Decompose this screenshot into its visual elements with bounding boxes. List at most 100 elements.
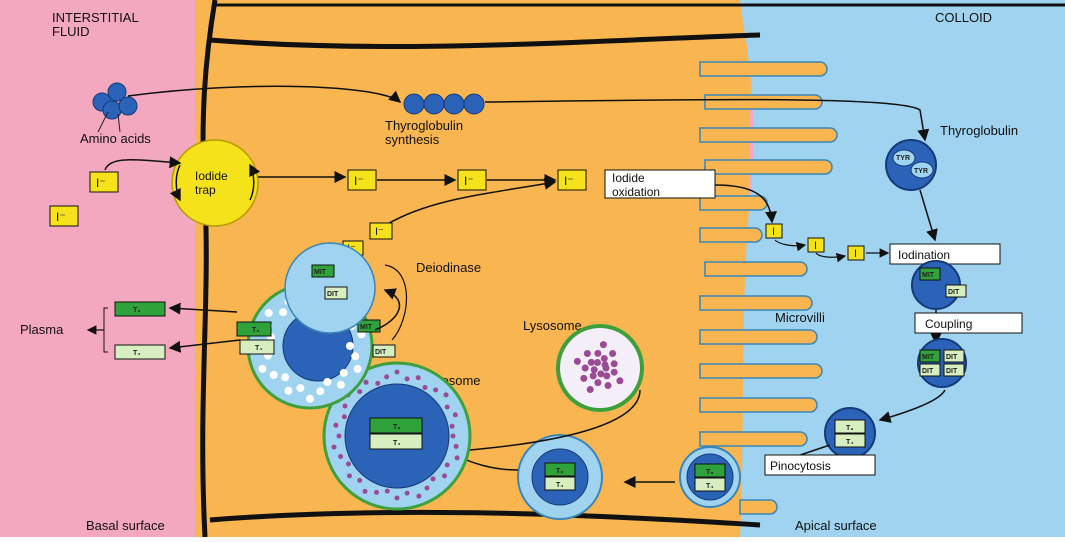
svg-text:Coupling: Coupling [925,317,972,331]
lysosome-enzyme-dot [594,379,601,386]
thyroglobulin-label: Thyroglobulin [940,123,1018,138]
svg-text:T₃: T₃ [846,425,854,432]
iodide-box-5: I⁻ [558,170,586,190]
endocytic-vesicle: T₃ T₄ [518,435,602,519]
phagolysosome-enzyme-dot [347,473,352,478]
phagolysosome-enzyme-dot [445,405,450,410]
lysosome-label: Lysosome [523,318,582,333]
digest-t4-box: T₄ [240,340,274,354]
digest-vesicle-dot [285,387,293,395]
svg-text:MIT: MIT [360,324,373,331]
phagolysosome-enzyme-dot [363,489,368,494]
lysosome-enzyme-dot [611,360,618,367]
phagolysosome-enzyme-dot [384,374,389,379]
pinocytosis-box: Pinocytosis [765,455,875,475]
phagolysosome-enzyme-dot [357,478,362,483]
pinocytosis-vesicle: T₃ T₄ [680,447,740,507]
svg-text:T₄: T₄ [556,482,564,489]
svg-text:I⁻: I⁻ [56,210,66,224]
amino-acids-label: Amino acids [80,131,151,146]
plasma-t3-box: T₃ [115,302,165,316]
phagolysosome-enzyme-dot [423,385,428,390]
svg-text:I⁻: I⁻ [464,174,474,188]
phagolysosome-enzyme-dot [385,489,390,494]
svg-text:I: I [814,240,817,252]
phagolysosome-enzyme-dot [433,388,438,393]
digest-vesicle-dot [351,352,359,360]
phagolysosome-enzyme-dot [395,370,400,375]
lysosome-enzyme-dot [588,359,595,366]
digest-dit-box: DIT [373,345,395,357]
svg-text:DIT: DIT [922,368,934,375]
phagolysosome-enzyme-dot [346,462,351,467]
lysosome [558,326,642,410]
iodide-box-6: I⁻ [370,223,392,239]
colloid-t3-t4-molecule: T₃ T₄ [825,408,875,458]
digest-vesicle-dot [316,387,324,395]
phagolysosome-enzyme-dot [364,380,369,385]
plasma-label: Plasma [20,322,64,337]
svg-text:T₃: T₃ [706,469,714,476]
svg-text:I: I [772,226,775,238]
digest-vesicle-dot [281,373,289,381]
lysosome-enzyme-dot [584,350,591,357]
digest-vesicle-dot [296,384,304,392]
svg-text:DIT: DIT [375,349,387,356]
phagolysosome-enzyme-dot [416,494,421,499]
lysosome-enzyme-dot [587,386,594,393]
phagolysosome-enzyme-dot [337,434,342,439]
iodination-box: Iodination [890,244,1000,264]
lysosome-enzyme-dot [611,369,618,376]
iodide-box-1: I⁻ [90,172,118,192]
colloid-label: COLLOID [935,10,992,25]
lysosome-enzyme-dot [616,377,623,384]
phagolysosome-enzyme-dot [442,473,447,478]
svg-text:T₃: T₃ [133,307,141,314]
svg-text:I⁻: I⁻ [375,226,384,238]
iodide-box-4: I⁻ [458,170,486,190]
lysosome-enzyme-dot [601,355,608,362]
phagolysosome-enzyme-dot [375,381,380,386]
lysosome-enzyme-dot [600,341,607,348]
microvilli-label: Microvilli [775,310,825,325]
phagolysosome-enzyme-dot [343,404,348,409]
digest-vesicle-dot [354,365,362,373]
iodide-box-3: I⁻ [348,170,376,190]
lysosome-enzyme-dot [609,350,616,357]
lysosome-enzyme-dot [582,365,589,372]
phagolysosome-enzyme-dot [453,412,458,417]
lysosome-enzyme-dot [597,370,604,377]
thyroglobulin-molecule: TYR TYR [886,140,936,190]
digest-vesicle-dot [258,365,266,373]
phagolysosome-enzyme-dot [357,389,362,394]
digest-mit-box: MIT [358,320,380,332]
svg-text:I⁻: I⁻ [354,174,364,188]
phagolysosome-enzyme-dot [332,445,337,450]
lysosome-enzyme-dot [574,358,581,365]
iodide-box-2: I⁻ [50,206,78,226]
iodide-oxidation-box: Iodideoxidation [605,170,715,199]
digest-t3-box: T₃ [237,322,271,336]
svg-text:MIT: MIT [314,269,327,276]
svg-text:T₄: T₄ [706,483,714,490]
phagolysosome-enzyme-dot [431,476,436,481]
digest-vesicle-dot [270,371,278,379]
phagolysosome-enzyme-dot [425,486,430,491]
phagolysosome-enzyme-dot [374,490,379,495]
digest-vesicle-dot [306,395,314,403]
svg-text:MIT: MIT [922,272,935,279]
svg-text:T₃: T₃ [252,327,260,334]
svg-text:T₄: T₄ [255,345,263,352]
deiodinase-label: Deiodinase [416,260,481,275]
svg-text:T₄: T₄ [846,439,854,446]
digest-vesicle-dot [279,308,287,316]
svg-text:DIT: DIT [946,368,958,375]
lysosome-enzyme-dot [591,366,598,373]
deiodinase-vesicle: MIT DIT [285,243,375,333]
phagolysosome-enzyme-dot [445,463,450,468]
basal-surface-label: Basal surface [86,518,165,533]
lysosome-enzyme-dot [580,375,587,382]
